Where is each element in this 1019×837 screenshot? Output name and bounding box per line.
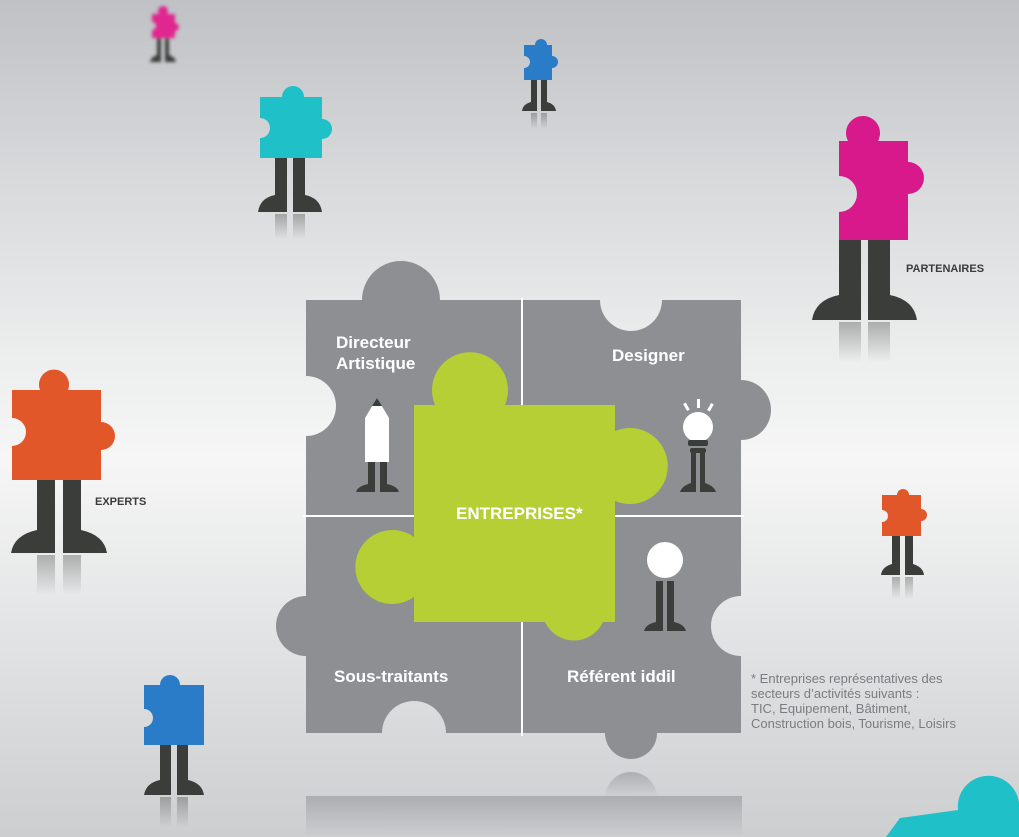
magenta-tiny-figure xyxy=(150,6,179,62)
referent-character xyxy=(644,542,686,631)
piece-entreprises xyxy=(355,352,668,641)
label-experts: EXPERTS xyxy=(95,496,147,508)
bulb-character xyxy=(680,399,716,492)
puzzle xyxy=(276,261,771,759)
footnote-line: TIC, Equipement, Bâtiment, xyxy=(751,701,911,716)
footnote-line: * Entreprises représentatives des xyxy=(751,671,943,686)
label-directeur: Directeur Artistique xyxy=(336,333,416,373)
cyan-figure xyxy=(258,86,332,239)
cyan-corner-piece xyxy=(886,775,1019,837)
puzzle-reflection xyxy=(306,772,742,837)
footnote: * Entreprises représentatives des secteu… xyxy=(751,671,1019,731)
label-partenaires: PARTENAIRES xyxy=(906,263,985,275)
expert-figure xyxy=(11,369,115,595)
pencil-character xyxy=(356,398,399,492)
blue-small-figure xyxy=(522,39,558,129)
footnote-line: Construction bois, Tourisme, Loisirs xyxy=(751,716,956,731)
blue-bottom-figure xyxy=(144,675,204,827)
partner-figure xyxy=(812,116,924,362)
orange-small-figure xyxy=(881,489,927,599)
label-designer: Designer xyxy=(612,346,685,365)
label-sous-traitants: Sous-traitants xyxy=(334,667,449,686)
footnote-line: secteurs d’activités suivants : xyxy=(751,686,920,701)
label-referent: Référent iddil xyxy=(567,667,676,686)
label-entreprises: ENTREPRISES* xyxy=(456,504,583,523)
